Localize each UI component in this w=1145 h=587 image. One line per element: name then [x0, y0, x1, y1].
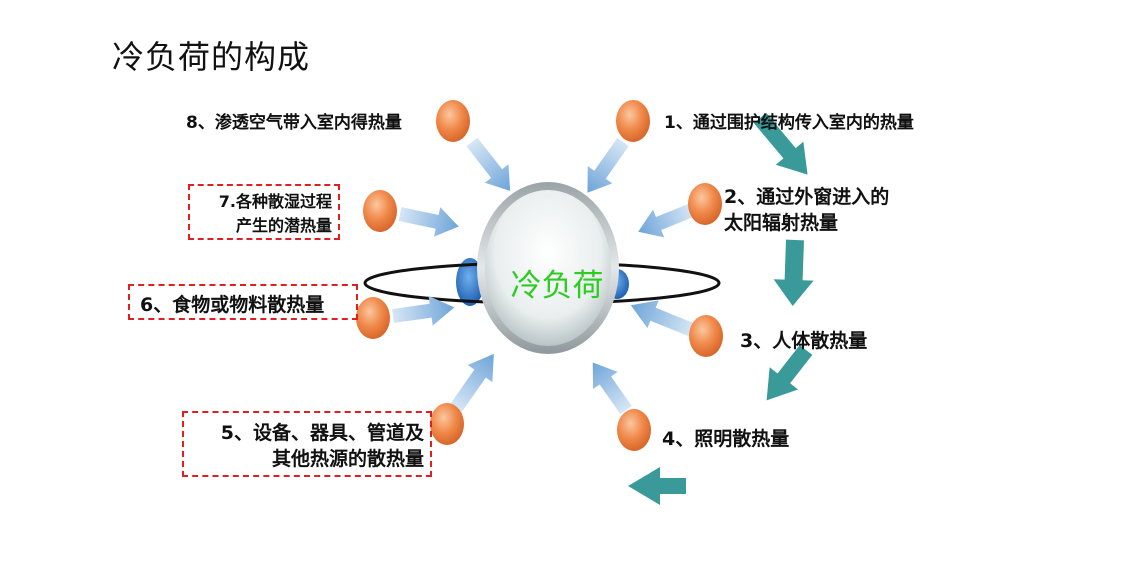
teal-arrow-3-4 [766, 345, 813, 401]
node-5 [430, 403, 464, 445]
arrow-6 [392, 295, 455, 326]
node-6 [356, 297, 390, 339]
label-item-4: 4、照明散热量 [662, 428, 790, 450]
node-1 [616, 100, 650, 142]
label-item-7-line2: 产生的潜热量 [235, 216, 332, 235]
node-3 [689, 315, 723, 357]
arrow-5 [450, 353, 494, 413]
arrow-2 [638, 203, 695, 238]
label-item-1: 1、通过围护结构传入室内的热量 [664, 113, 914, 133]
left-blue-lobe [456, 258, 484, 306]
dashed-box-item-7 [188, 184, 340, 240]
teal-arrow-1-2 [753, 112, 808, 175]
label-item-5-line1: 5、设备、器具、管道及 [220, 422, 424, 444]
label-item-3: 3、人体散热量 [740, 330, 868, 352]
dashed-box-item-6 [128, 284, 358, 320]
label-item-5-line2: 其他热源的散热量 [271, 448, 424, 470]
center-sphere [485, 190, 611, 346]
label-item-2-line1: 2、通过外窗进入的 [724, 186, 890, 208]
arrow-7 [398, 207, 459, 237]
label-item-8: 8、渗透空气带入室内得热量 [186, 113, 402, 133]
arrow-8 [466, 137, 511, 191]
center-label: 冷负荷 [510, 268, 604, 304]
label-item-6: 6、食物或物料散热量 [140, 294, 325, 316]
label-item-7-line1: 7.各种散湿过程 [218, 192, 332, 211]
node-2 [688, 183, 722, 225]
teal-arrow-2-3 [773, 239, 814, 306]
node-4 [617, 409, 651, 451]
node-7 [363, 190, 397, 232]
inward-arrows [392, 137, 695, 415]
arrow-4 [592, 362, 632, 415]
teal-arrow-left [628, 467, 686, 505]
page-title: 冷负荷的构成 [112, 38, 311, 76]
node-8 [436, 100, 470, 142]
orange-nodes [356, 100, 723, 451]
dashed-box-item-5 [182, 411, 432, 477]
arrow-3 [630, 300, 695, 337]
teal-flow-arrows [628, 112, 814, 505]
arrow-1 [587, 137, 629, 193]
label-item-2-line2: 太阳辐射热量 [724, 212, 839, 234]
